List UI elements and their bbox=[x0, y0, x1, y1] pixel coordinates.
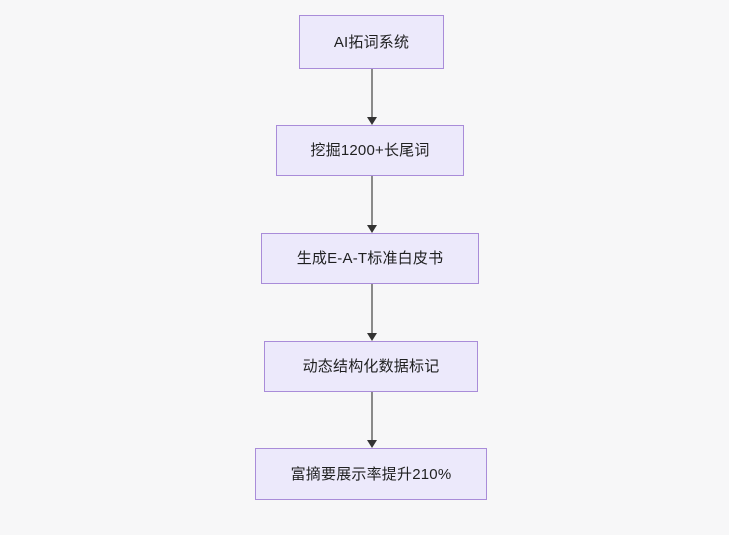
flow-node-rich-snippet-rate-increase[interactable]: 富摘要展示率提升210% bbox=[255, 448, 487, 500]
flow-node-ai-keyword-system[interactable]: AI拓词系统 bbox=[299, 15, 444, 69]
edge-line bbox=[371, 176, 373, 225]
edge-line bbox=[371, 284, 373, 333]
flow-node-generate-eat-whitepaper[interactable]: 生成E-A-T标准白皮书 bbox=[261, 233, 479, 284]
edge-line bbox=[371, 69, 373, 117]
flow-node-dynamic-structured-data-markup[interactable]: 动态结构化数据标记 bbox=[264, 341, 478, 392]
flow-node-mine-longtail-keywords[interactable]: 挖掘1200+长尾词 bbox=[276, 125, 464, 176]
edge-line bbox=[371, 392, 373, 440]
arrowhead-icon bbox=[367, 333, 377, 341]
arrowhead-icon bbox=[367, 225, 377, 233]
arrowhead-icon bbox=[367, 117, 377, 125]
arrowhead-icon bbox=[367, 440, 377, 448]
